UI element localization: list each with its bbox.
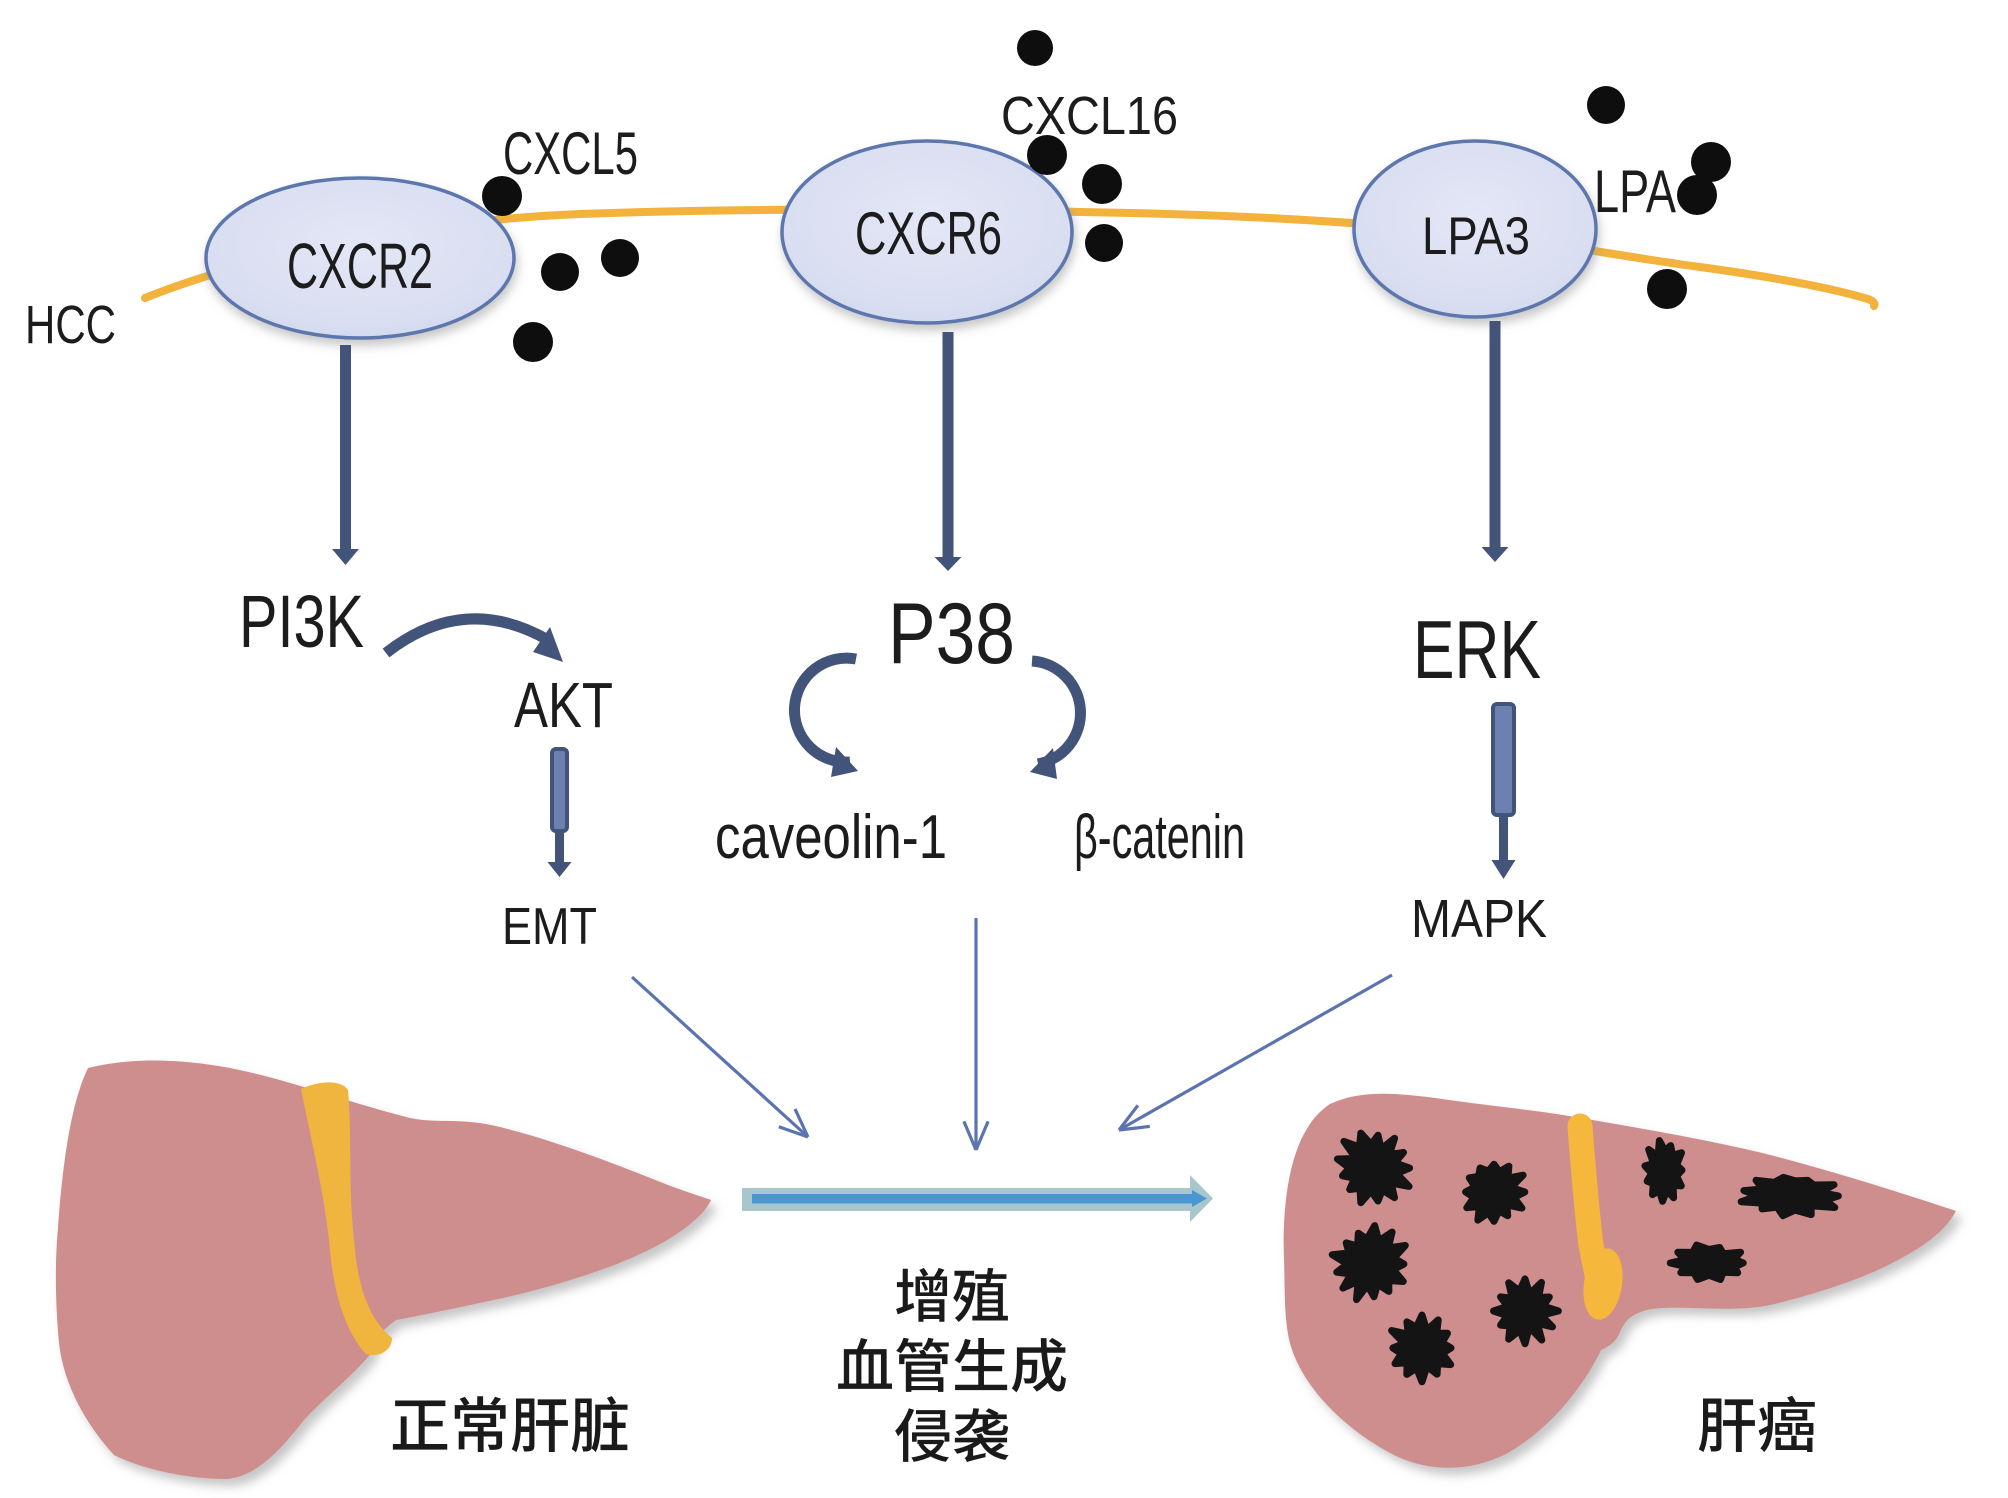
svg-text:PI3K: PI3K — [239, 580, 364, 663]
svg-text:CXCR6: CXCR6 — [855, 200, 1002, 267]
svg-text:P38: P38 — [888, 586, 1015, 682]
svg-text:β-catenin: β-catenin — [1074, 803, 1245, 872]
svg-text:ERK: ERK — [1413, 603, 1541, 696]
svg-text:LPA3: LPA3 — [1422, 207, 1530, 266]
svg-text:caveolin-1: caveolin-1 — [715, 803, 947, 872]
svg-text:EMT: EMT — [502, 898, 597, 956]
svg-text:MAPK: MAPK — [1411, 889, 1547, 949]
svg-text:HCC: HCC — [25, 295, 116, 355]
svg-text:AKT: AKT — [514, 669, 613, 741]
svg-text:CXCL16: CXCL16 — [1001, 86, 1178, 146]
svg-text:LPA: LPA — [1594, 158, 1676, 225]
svg-text:CXCL5: CXCL5 — [503, 120, 638, 187]
svg-text:CXCR2: CXCR2 — [287, 230, 433, 302]
